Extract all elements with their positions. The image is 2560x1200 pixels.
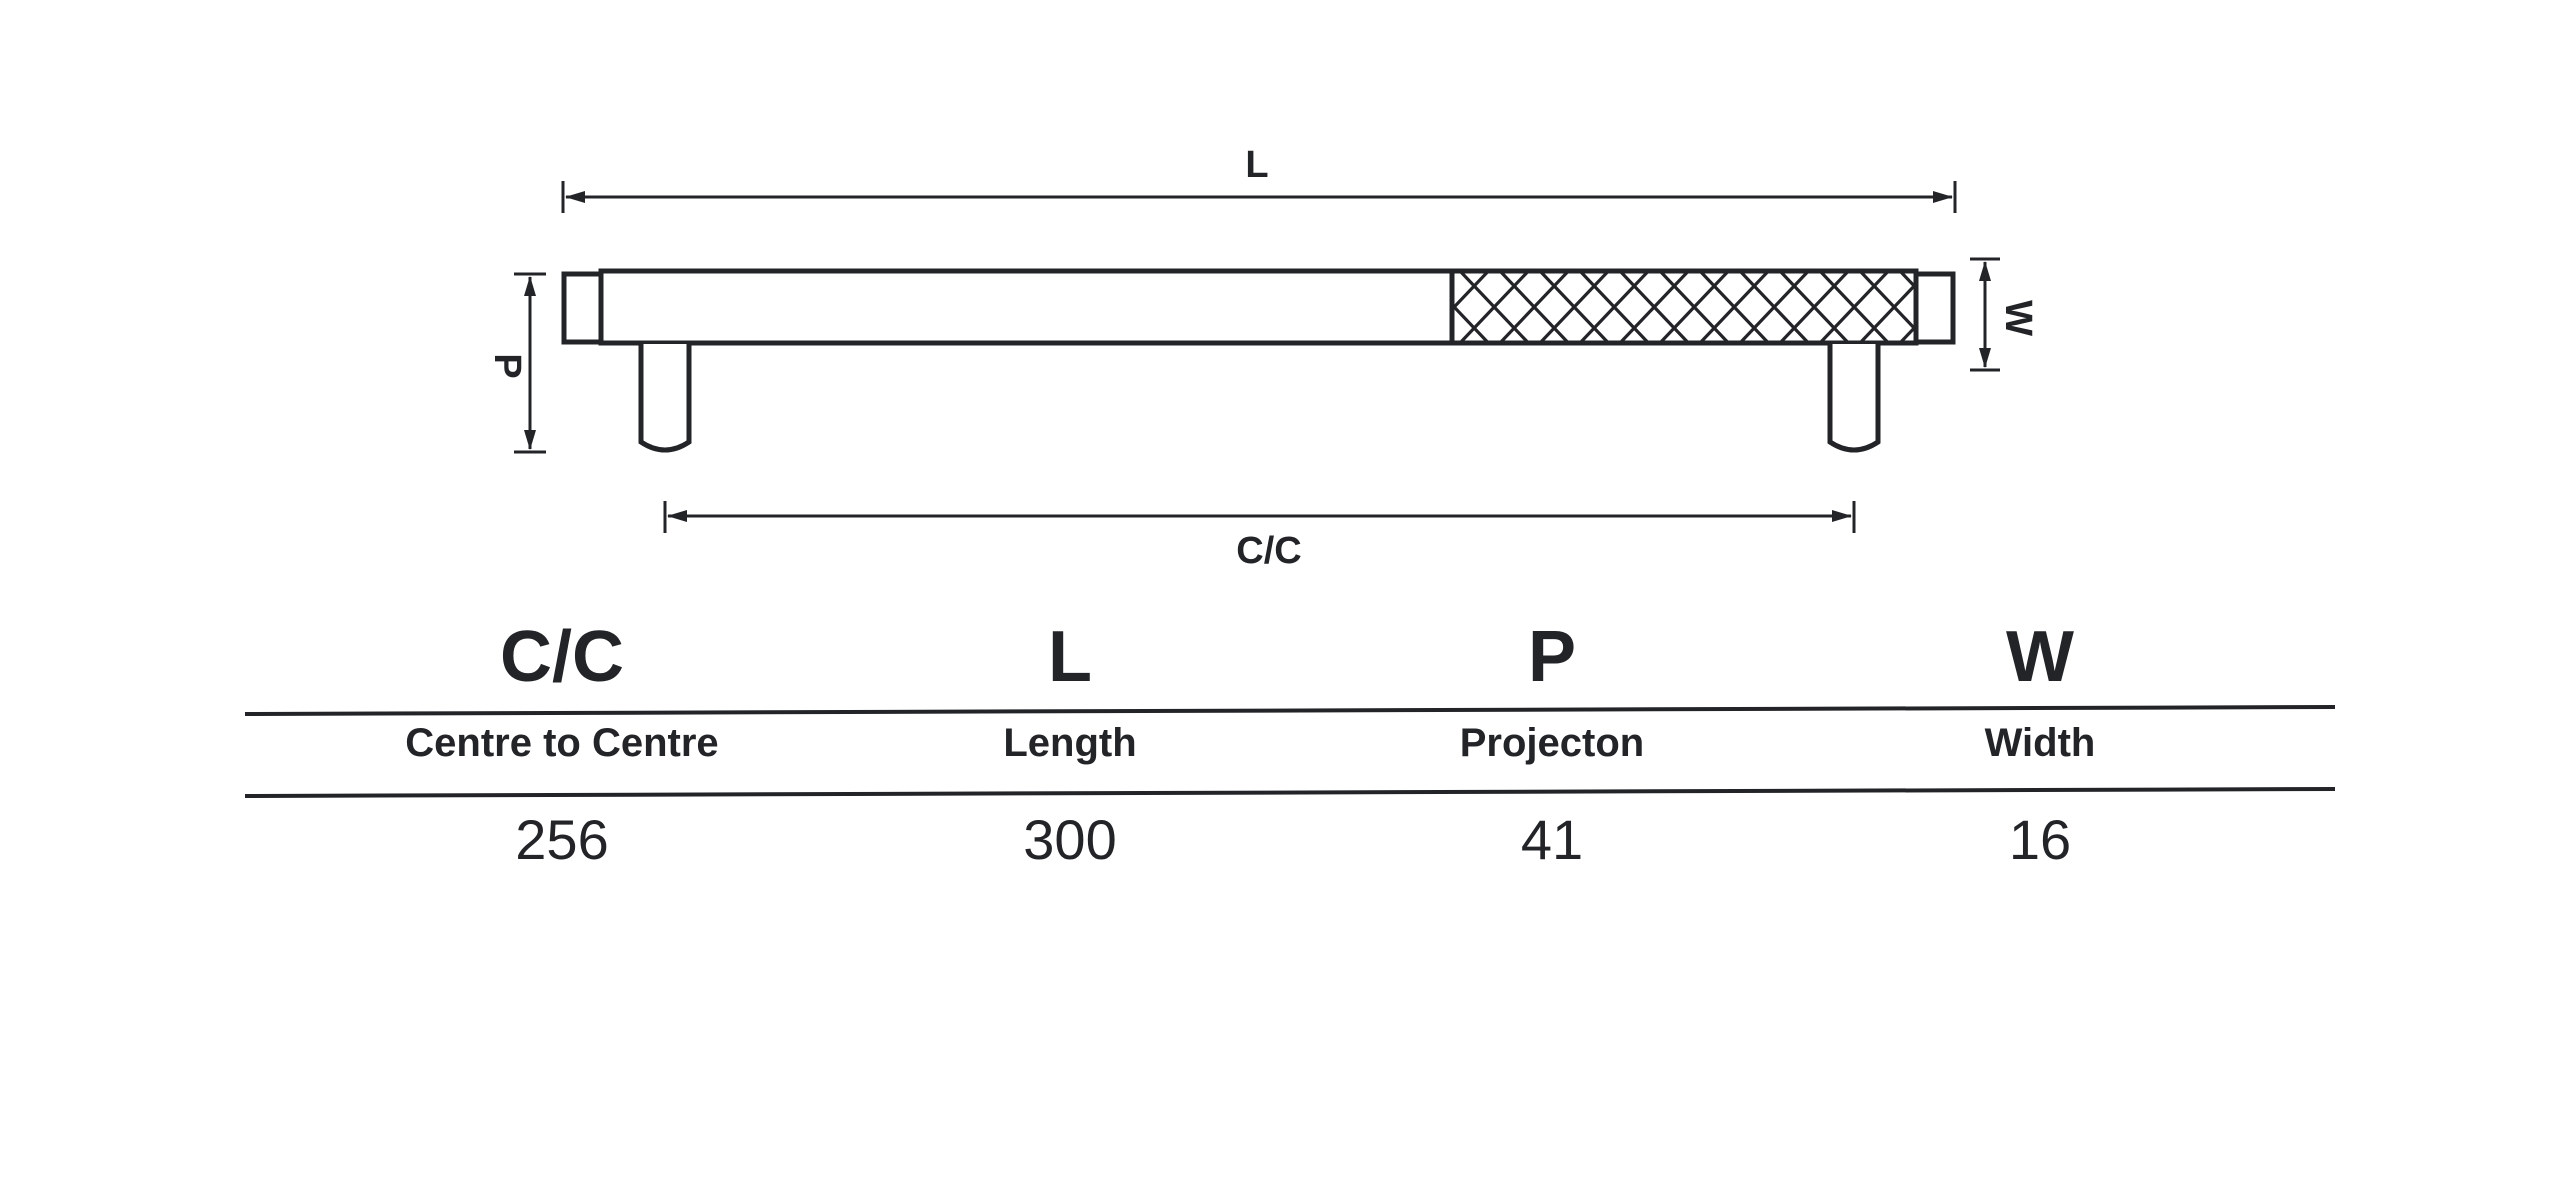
- knurl-crosshatch: [1452, 271, 1916, 343]
- symbol-p: P: [1527, 617, 1577, 697]
- value-w: 16: [2008, 808, 2072, 871]
- left-end-cap: [561, 271, 604, 345]
- right-end-cap: [1913, 271, 1956, 345]
- name-w: Width: [1984, 721, 2096, 765]
- value-p: 41: [1520, 808, 1584, 871]
- handle-bar: [561, 268, 1956, 346]
- knurled-grip: [1449, 268, 1919, 346]
- table-name-row: Centre to Centre Length Projecton Width: [245, 708, 2335, 798]
- left-mounting-leg: [638, 344, 692, 453]
- table-top-rule: [244, 705, 2336, 716]
- name-l: Length: [1003, 721, 1137, 765]
- name-cc: Centre to Centre: [405, 721, 719, 765]
- symbol-w: W: [2006, 617, 2074, 697]
- width-dimension-line: [1970, 257, 2000, 372]
- value-cc: 256: [515, 808, 609, 871]
- projection-dimension-line: [514, 272, 546, 454]
- value-l: 300: [1023, 808, 1117, 871]
- table-symbol-row: C/C L P W: [245, 612, 2335, 702]
- length-label: L: [1245, 144, 1268, 186]
- right-mounting-leg: [1827, 344, 1881, 453]
- handle-tube: [598, 268, 1455, 346]
- centre-to-centre-label: C/C: [1236, 530, 1301, 572]
- symbol-l: L: [1048, 617, 1092, 697]
- width-label: W: [1997, 300, 2039, 336]
- projection-label: P: [486, 353, 528, 378]
- length-dimension-line: [561, 181, 1957, 213]
- table-bottom-rule: [244, 787, 2336, 798]
- name-p: Projecton: [1459, 721, 1645, 765]
- symbol-cc: C/C: [500, 617, 624, 697]
- table-value-row: 256 300 41 16: [245, 795, 2335, 885]
- centre-to-centre-dimension-line: [663, 501, 1856, 533]
